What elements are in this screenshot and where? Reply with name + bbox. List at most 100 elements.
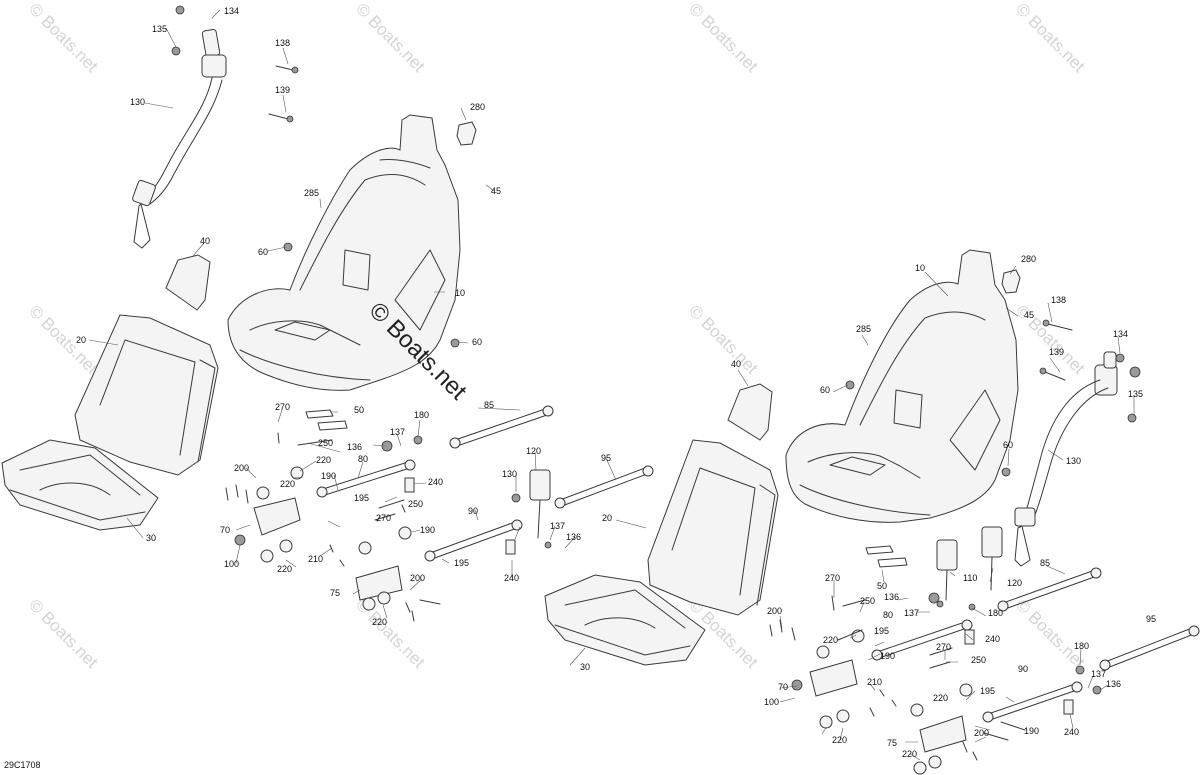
callout-210: 210 <box>867 677 882 687</box>
callout-270: 270 <box>936 642 951 652</box>
callout-250: 250 <box>318 438 333 448</box>
callout-285: 285 <box>856 324 871 334</box>
rod-80-right <box>871 619 973 661</box>
headrest-clip-left <box>456 121 477 146</box>
callout-40: 40 <box>731 359 741 369</box>
callout-250: 250 <box>408 499 423 509</box>
callout-120: 120 <box>526 446 541 456</box>
callout-70: 70 <box>778 682 788 692</box>
rod-85-right <box>997 567 1102 612</box>
callout-210: 210 <box>308 554 323 564</box>
callout-137: 137 <box>390 427 405 437</box>
callout-220: 220 <box>280 479 295 489</box>
callout-90: 90 <box>1018 664 1028 674</box>
seat-belt-left <box>132 28 227 249</box>
rod-85-left <box>449 405 554 449</box>
watermark-tile: © Boats.net <box>352 0 429 76</box>
callout-270: 270 <box>376 513 391 523</box>
callout-250: 250 <box>860 596 875 606</box>
watermark-tile: © Boats.net <box>685 0 762 76</box>
callout-30: 30 <box>580 662 590 672</box>
callout-75: 75 <box>887 738 897 748</box>
callout-200: 200 <box>974 728 989 738</box>
callout-190: 190 <box>321 471 336 481</box>
callout-10: 10 <box>915 263 925 273</box>
callout-220: 220 <box>933 693 948 703</box>
side-pad-left <box>165 254 211 311</box>
strap-50-right <box>865 545 908 568</box>
callout-120: 120 <box>1007 578 1022 588</box>
callout-138: 138 <box>275 38 290 48</box>
callout-20: 20 <box>76 335 86 345</box>
callout-135: 135 <box>152 24 167 34</box>
callout-200: 200 <box>767 606 782 616</box>
callout-195: 195 <box>980 686 995 696</box>
callout-45: 45 <box>1024 310 1034 320</box>
callout-45: 45 <box>491 186 501 196</box>
callout-139: 139 <box>1049 347 1064 357</box>
seat-cushion-left <box>1 439 159 531</box>
callout-200: 200 <box>410 573 425 583</box>
callout-135: 135 <box>1128 389 1143 399</box>
seat-shell-right <box>785 249 1019 523</box>
callout-20: 20 <box>602 513 612 523</box>
callout-240: 240 <box>428 477 443 487</box>
callout-220: 220 <box>372 617 387 627</box>
callout-136: 136 <box>884 592 899 602</box>
callout-50: 50 <box>354 405 364 415</box>
callout-60: 60 <box>820 385 830 395</box>
rod-80-left <box>316 459 416 498</box>
watermark-tile: © Boats.net <box>1012 0 1089 76</box>
callout-190: 190 <box>1024 726 1039 736</box>
callout-138: 138 <box>1051 295 1066 305</box>
callout-280: 280 <box>1021 254 1036 264</box>
left-seat-assembly <box>1 5 654 622</box>
callout-220: 220 <box>277 564 292 574</box>
callout-250: 250 <box>971 655 986 665</box>
callout-60: 60 <box>258 247 268 257</box>
callout-270: 270 <box>275 402 290 412</box>
callout-180: 180 <box>988 608 1003 618</box>
watermark-tile: © Boats.net <box>1012 595 1089 672</box>
bolts-top-left <box>171 5 299 123</box>
right-seat-assembly <box>544 249 1200 775</box>
callout-100: 100 <box>764 697 779 707</box>
hardware-right <box>769 595 1026 761</box>
callout-130: 130 <box>130 97 145 107</box>
callout-137: 137 <box>1091 669 1106 679</box>
callout-136: 136 <box>566 532 581 542</box>
callout-100: 100 <box>224 559 239 569</box>
callout-85: 85 <box>1040 558 1050 568</box>
callout-136: 136 <box>347 442 362 452</box>
callout-195: 195 <box>874 626 889 636</box>
callout-95: 95 <box>601 453 611 463</box>
side-pad-right <box>727 383 773 441</box>
buckles-right <box>936 526 1003 611</box>
callout-190: 190 <box>420 525 435 535</box>
callout-285: 285 <box>304 188 319 198</box>
callout-134: 134 <box>224 6 239 16</box>
bracket-75-right <box>919 715 967 753</box>
watermark-tile: © Boats.net <box>25 0 102 76</box>
callout-220: 220 <box>823 635 838 645</box>
callout-220: 220 <box>902 749 917 759</box>
strap-50-left <box>305 409 348 431</box>
callout-240: 240 <box>1064 727 1079 737</box>
spacers-left <box>234 242 516 555</box>
callout-80: 80 <box>883 610 893 620</box>
backrest-cushion-left <box>74 314 219 476</box>
callout-50: 50 <box>877 581 887 591</box>
callout-200: 200 <box>234 463 249 473</box>
callout-134: 134 <box>1113 329 1128 339</box>
rollers-right <box>816 629 973 775</box>
callout-270: 270 <box>825 573 840 583</box>
callout-220: 220 <box>316 455 331 465</box>
rod-90-left <box>424 519 523 562</box>
seat-cushion-right <box>544 574 706 666</box>
bracket-70-left <box>253 497 301 536</box>
callout-60: 60 <box>1003 440 1013 450</box>
callout-60: 60 <box>472 337 482 347</box>
bracket-75-left <box>355 565 403 601</box>
seat-belt-right <box>1014 319 1141 567</box>
callout-70: 70 <box>220 525 230 535</box>
